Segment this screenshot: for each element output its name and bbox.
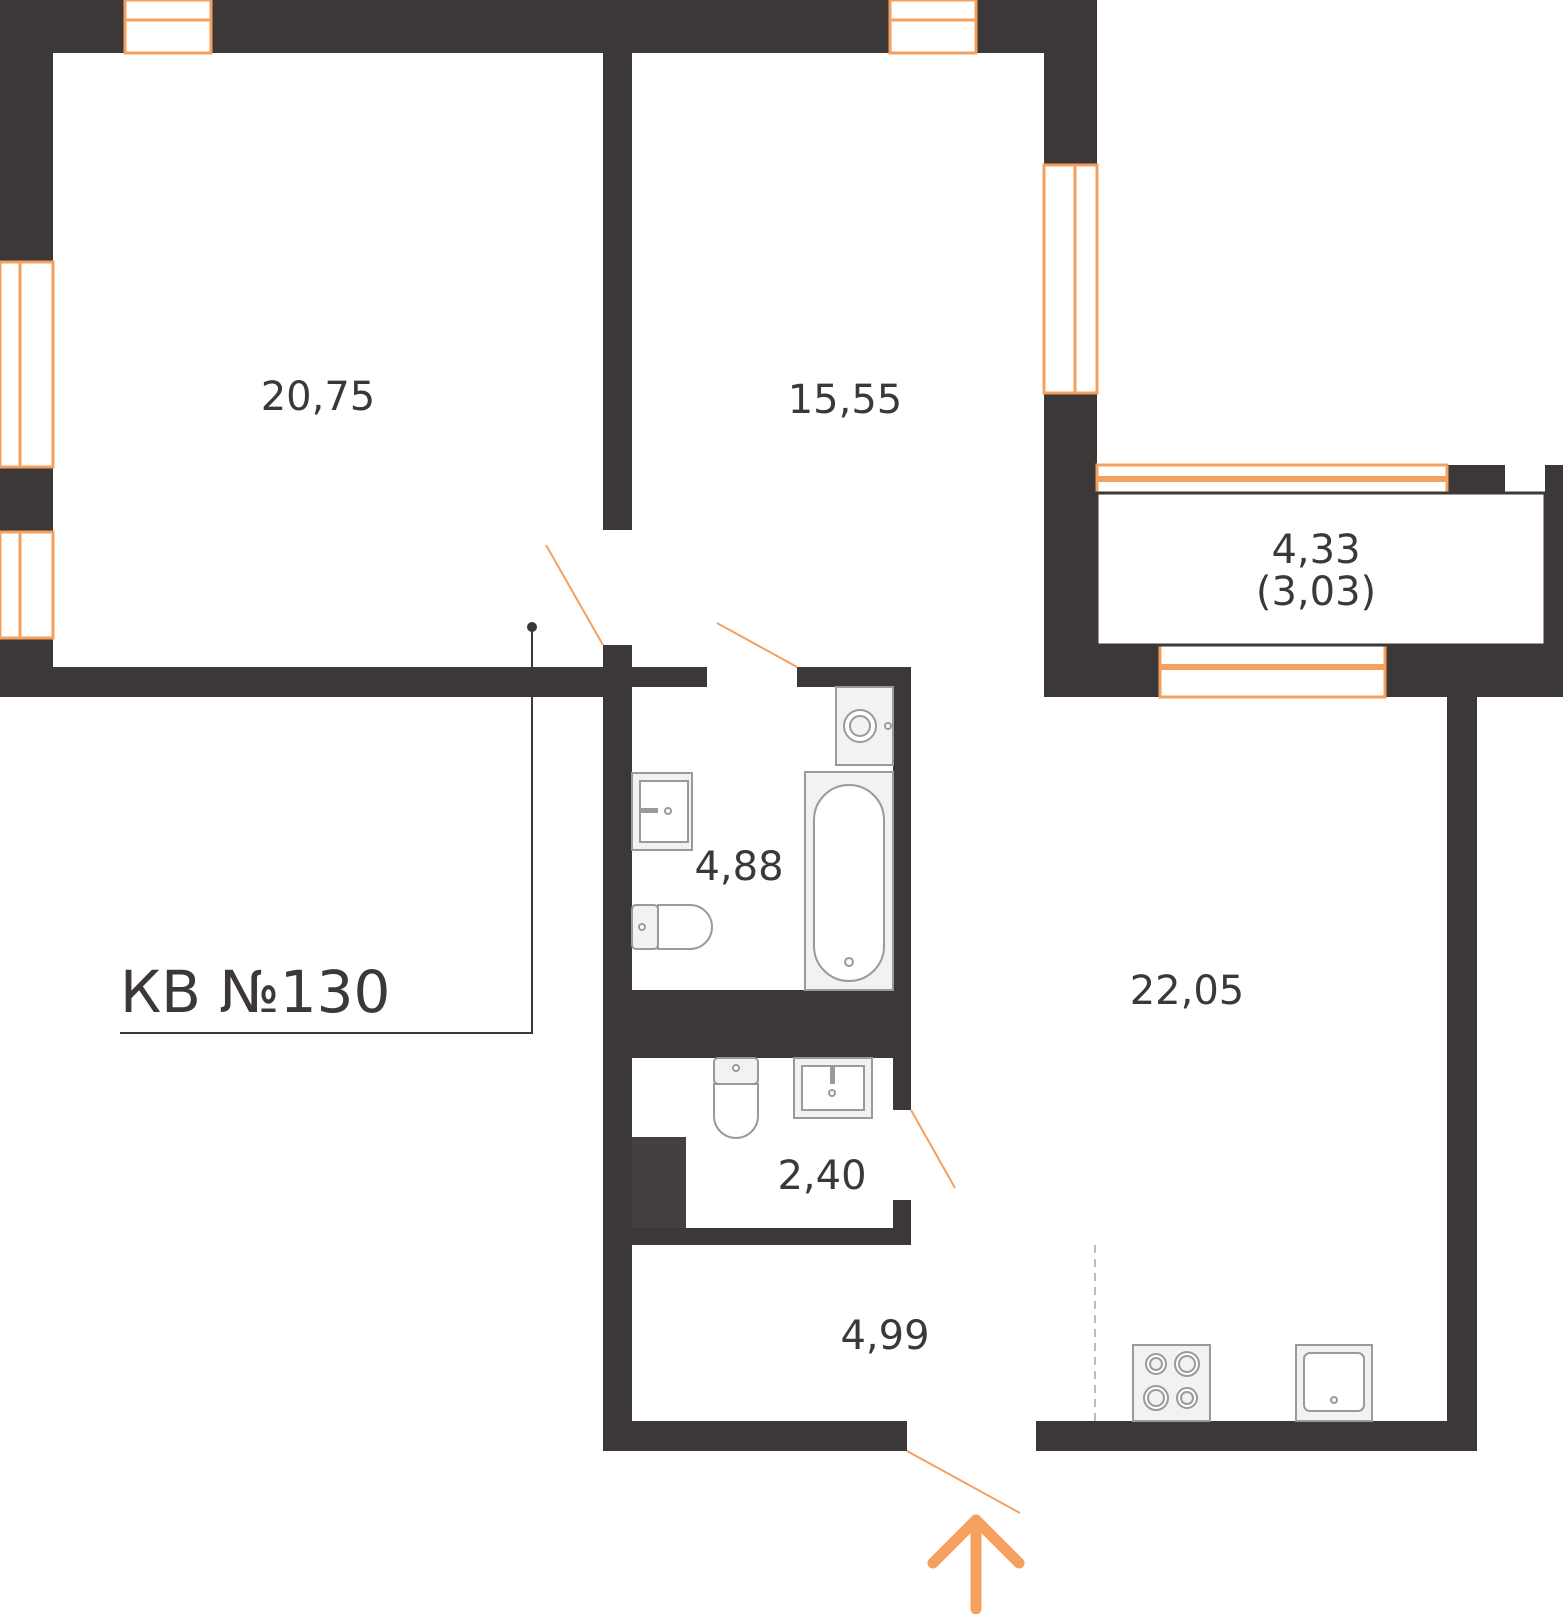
- window-top-1: [123, 0, 213, 55]
- arrow-up-icon: [927, 1514, 1025, 1614]
- door-toilet: [910, 1109, 956, 1189]
- wall-bath-toilet-divider: [632, 990, 911, 1058]
- room-1-area: 20,75: [261, 374, 376, 420]
- room-2-area: 15,55: [788, 377, 903, 423]
- hallway-area: 4,99: [840, 1313, 929, 1359]
- toilet-room-sink-icon: [793, 1057, 873, 1119]
- wall-kitchen-right: [1447, 667, 1477, 1451]
- wall-balcony-bottom-right: [1385, 645, 1563, 697]
- windows: [0, 0, 1099, 640]
- window-top-2: [888, 0, 978, 55]
- balcony-area: 4,33: [1271, 527, 1360, 573]
- sink-icon: [631, 772, 693, 851]
- wall-balcony-bottom-left: [1097, 645, 1160, 697]
- walls: [0, 0, 1563, 1451]
- window-left-2: [0, 530, 55, 640]
- balcony-interior: [1095, 491, 1547, 647]
- kitchen-sink-icon: [1295, 1344, 1373, 1422]
- door-swings: [545, 544, 1021, 1514]
- wall-toilet-right-upper: [893, 1058, 911, 1110]
- door-room1: [545, 544, 604, 646]
- bathtub-icon: [804, 771, 894, 991]
- apartment-label-leader: [120, 622, 537, 1034]
- toilet-room-toilet-icon: [713, 1057, 759, 1139]
- wall-bath-top-left: [603, 667, 707, 687]
- door-entrance: [906, 1450, 1021, 1514]
- fixtures: [631, 686, 1373, 1422]
- toilet-icon: [631, 904, 713, 950]
- balcony-area-reduced: (3,03): [1256, 569, 1376, 615]
- balcony-window-bottom: [1158, 643, 1387, 699]
- shaft-block: [632, 1137, 686, 1228]
- wall-hall-bottom-right: [1036, 1421, 1477, 1451]
- toilet-area: 2,40: [777, 1153, 866, 1199]
- wall-partition-rooms: [603, 53, 632, 530]
- wall-toilet-bottom: [603, 1228, 911, 1245]
- wall-corridor-left: [603, 687, 632, 1451]
- wall-balcony-right: [1545, 465, 1563, 697]
- wall-bath-top-right: [797, 667, 911, 687]
- wall-bath-right: [893, 667, 911, 1035]
- wall-balcony-top-right: [1447, 465, 1505, 493]
- wall-hall-bottom-left: [603, 1421, 907, 1451]
- window-left-1: [0, 260, 55, 469]
- stove-icon: [1132, 1344, 1211, 1422]
- apartment-label: КВ №130: [120, 958, 390, 1026]
- window-right: [1042, 163, 1099, 395]
- washing-machine-icon: [835, 686, 894, 766]
- door-bathroom: [716, 622, 798, 668]
- balcony-openings: [1095, 463, 1547, 699]
- bathroom-area: 4,88: [694, 844, 783, 890]
- kitchen-living-area: 22,05: [1130, 968, 1245, 1014]
- wall-room1-bottom: [0, 667, 632, 697]
